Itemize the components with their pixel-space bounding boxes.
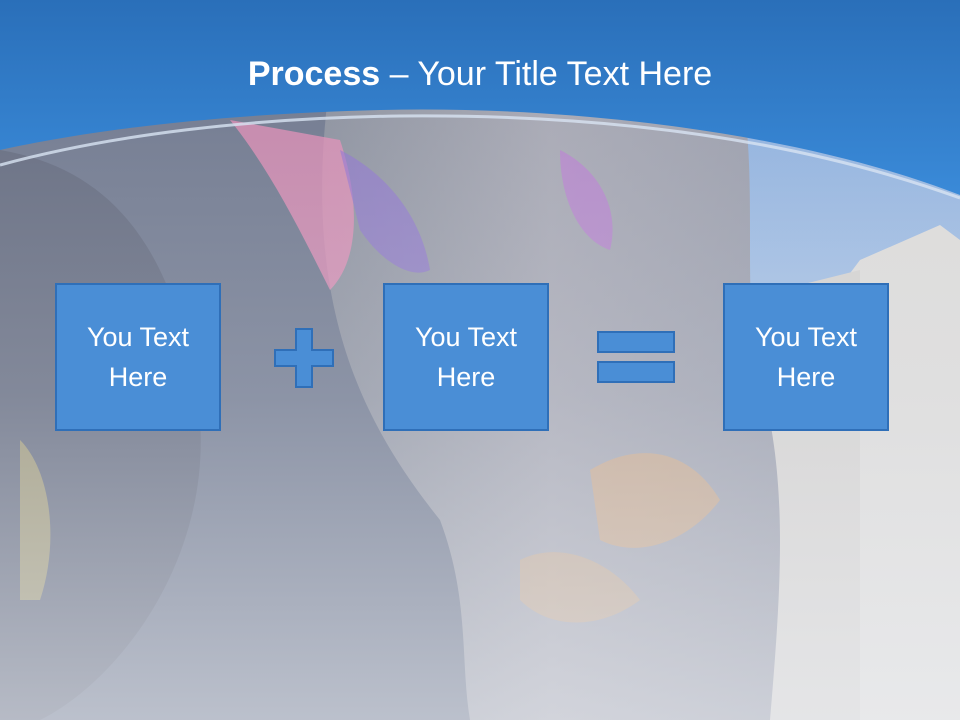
plus-icon — [274, 328, 334, 388]
equals-icon — [597, 331, 675, 383]
process-box-3[interactable]: You Text Here — [723, 283, 889, 431]
header-band — [0, 0, 960, 200]
process-box-2-text: You Text Here — [414, 322, 518, 392]
process-box-1[interactable]: You Text Here — [55, 283, 221, 431]
process-box-2[interactable]: You Text Here — [383, 283, 549, 431]
title-bold: Process — [247, 55, 381, 93]
slide-title: Process – Your Title Text Here — [0, 52, 960, 96]
title-rest: – Your Title Text Here — [380, 55, 713, 93]
process-box-1-text: You Text Here — [86, 322, 190, 392]
process-box-3-text: You Text Here — [754, 322, 858, 392]
